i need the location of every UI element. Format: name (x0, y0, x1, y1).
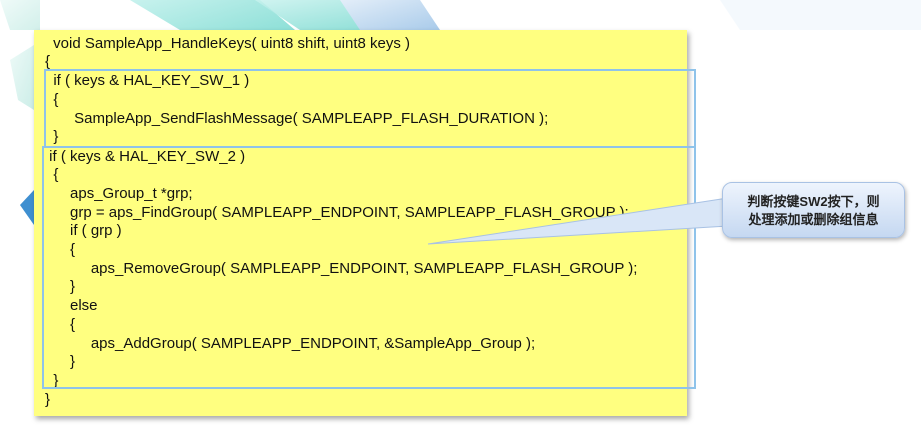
bg-facet-right (720, 0, 921, 30)
code-line: else (45, 297, 98, 314)
code-line: } (45, 278, 76, 295)
code-line: aps_AddGroup( SAMPLEAPP_ENDPOINT, &Sampl… (45, 335, 536, 352)
code-line: aps_RemoveGroup( SAMPLEAPP_ENDPOINT, SAM… (45, 260, 638, 277)
bg-hex-mid-left (10, 45, 34, 110)
sw2-highlight-box (42, 146, 696, 389)
callout-line-1: 判断按键SW2按下，则 (747, 194, 880, 209)
annotation-callout: 判断按键SW2按下，则 处理添加或删除组信息 (722, 182, 905, 238)
code-line: } (45, 391, 51, 408)
code-line: grp = aps_FindGroup( SAMPLEAPP_ENDPOINT,… (45, 204, 629, 221)
bg-diamond-left (20, 190, 34, 225)
code-line: SampleApp_SendFlashMessage( SAMPLEAPP_FL… (45, 110, 549, 127)
code-line: } (45, 128, 59, 145)
code-line: { (45, 53, 51, 70)
callout-line-2: 处理添加或删除组信息 (748, 212, 879, 227)
bg-hex-left (0, 0, 40, 30)
code-line: if ( grp ) (45, 222, 122, 239)
code-line: { (45, 166, 59, 183)
bg-hex-blue (340, 0, 440, 30)
code-line: { (45, 91, 59, 108)
code-line: if ( keys & HAL_KEY_SW_1 ) (45, 72, 250, 89)
code-line: void SampleApp_HandleKeys( uint8 shift, … (49, 35, 411, 52)
code-line: { (45, 241, 76, 258)
code-line: { (45, 316, 76, 333)
code-line: } (45, 372, 59, 389)
code-line: } (45, 353, 76, 370)
code-line: if ( keys & HAL_KEY_SW_2 ) (45, 148, 246, 165)
code-line: aps_Group_t *grp; (45, 185, 193, 202)
